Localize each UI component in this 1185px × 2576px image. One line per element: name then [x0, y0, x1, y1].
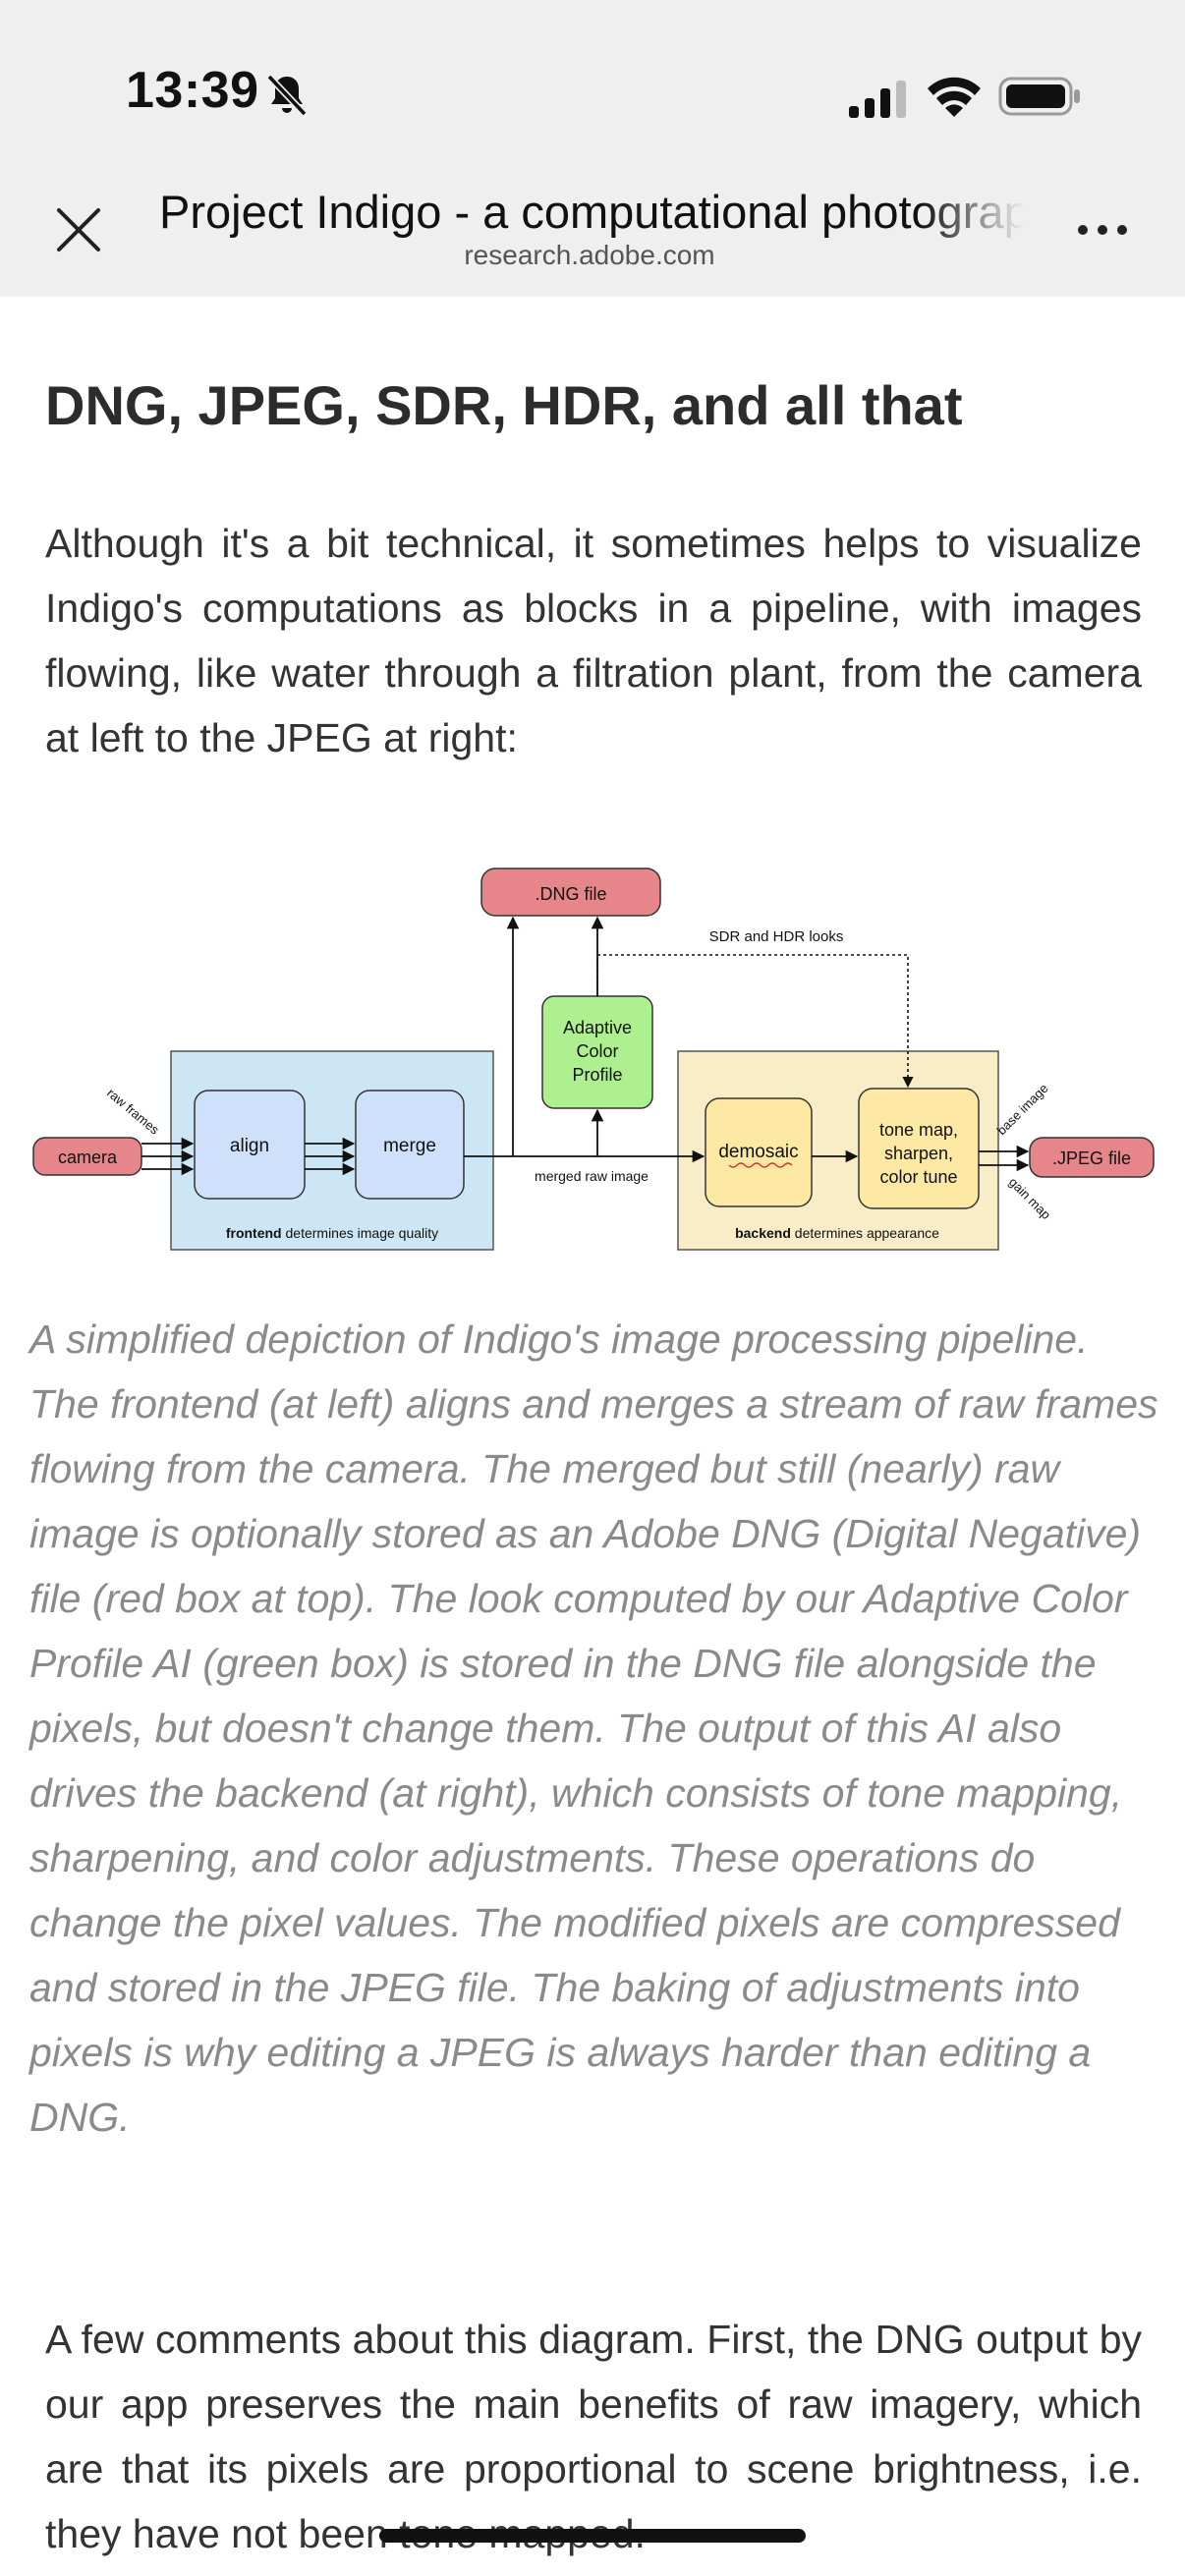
- status-time: 13:39: [126, 62, 259, 119]
- acp-line1: Adaptive: [563, 1018, 632, 1037]
- tone-line3: color tune: [879, 1167, 957, 1187]
- base-image-label: base image: [994, 1081, 1051, 1138]
- jpeg-file-label: .JPEG file: [1052, 1148, 1131, 1168]
- sdr-hdr-label: SDR and HDR looks: [709, 928, 844, 945]
- acp-line2: Color: [576, 1041, 618, 1061]
- close-icon[interactable]: [49, 200, 108, 259]
- frontend-caption: frontend determines image quality: [226, 1225, 438, 1241]
- merge-box: [355, 1090, 465, 1200]
- battery-icon: [998, 77, 1080, 116]
- figure-caption: A simplified depiction of Indigo's image…: [29, 1316, 1158, 2140]
- gain-map-label: gain map: [1006, 1175, 1053, 1222]
- home-indicator[interactable]: [379, 2529, 806, 2543]
- merge-label: merge: [383, 1136, 436, 1156]
- dng-file-box: [480, 868, 661, 917]
- body-paragraph: A few comments about this diagram. First…: [45, 2317, 1142, 2556]
- tone-line1: tone map,: [879, 1120, 958, 1140]
- dng-file-label: .DNG file: [535, 884, 606, 904]
- demosaic-label: demosaic: [718, 1142, 798, 1162]
- pipeline-diagram: .DNG file SDR and HDR looks Adaptive Col…: [32, 868, 1155, 1251]
- demosaic-box: [705, 1097, 813, 1207]
- raw-frames-label: raw frames: [104, 1086, 162, 1138]
- cellular-signal-icon: [849, 81, 906, 118]
- browser-header: 13:39 Project Indigo - a computational p…: [0, 0, 1185, 297]
- merged-raw-label: merged raw image: [535, 1168, 649, 1184]
- wifi-icon: [928, 77, 981, 117]
- section-heading: DNG, JPEG, SDR, HDR, and all that: [45, 374, 963, 436]
- tone-map-box: [858, 1088, 980, 1209]
- camera-label: camera: [58, 1148, 118, 1167]
- bell-off-icon: [266, 74, 308, 117]
- intro-paragraph: Although it's a bit technical, it someti…: [45, 521, 1142, 760]
- backend-caption: backend determines appearance: [735, 1225, 939, 1241]
- article-content: DNG, JPEG, SDR, HDR, and all that Althou…: [0, 297, 1185, 2576]
- tone-line2: sharpen,: [884, 1144, 953, 1163]
- more-icon[interactable]: [1073, 210, 1132, 250]
- align-box: [194, 1090, 306, 1200]
- acp-line3: Profile: [572, 1065, 622, 1085]
- page-domain: research.adobe.com: [464, 240, 715, 270]
- page-title: Project Indigo - a computational photogr…: [159, 186, 1024, 238]
- align-label: align: [230, 1136, 269, 1156]
- jpeg-file-box: [1029, 1137, 1155, 1178]
